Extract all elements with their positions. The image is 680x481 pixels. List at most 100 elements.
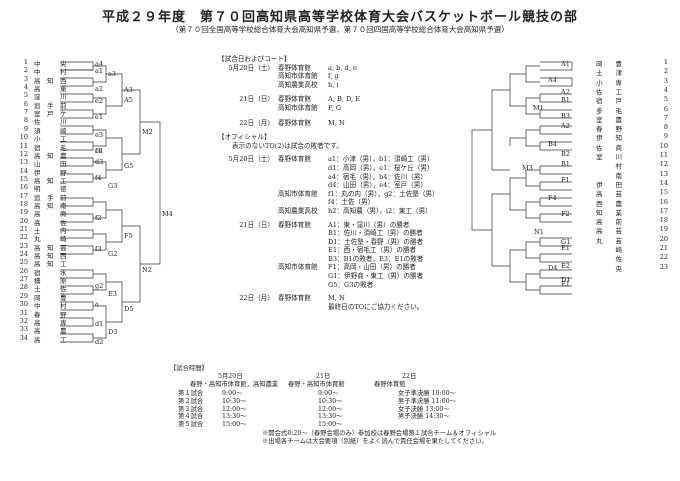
bracket-code: d2 <box>95 338 104 346</box>
team-name: 佐 工 <box>596 87 622 96</box>
official-venue <box>278 229 328 238</box>
team-name: 西 農 <box>596 199 622 208</box>
venue-date: 22日（月） <box>239 118 274 127</box>
bracket-code: a <box>95 300 99 308</box>
bracket-code: e1 <box>95 113 103 121</box>
bracket-code: F5 <box>124 232 133 240</box>
team-number: 28 <box>19 283 28 292</box>
official-row: B1：佐川・須崎工（男）の勝者 <box>218 229 439 238</box>
official-text: E1：西・宿毛工（男）の勝者 <box>328 246 417 255</box>
team-name: 高 知 工 <box>34 176 67 185</box>
schedule-cell: 15:00～ <box>318 421 343 429</box>
official-venue: 春野体育館 <box>278 220 311 229</box>
venue-date: 5月20日（土） <box>228 63 274 72</box>
team-number: 30 <box>19 300 28 309</box>
team-name: 丸 崎 <box>34 235 67 244</box>
team-number: 16 <box>659 197 668 206</box>
team-name: 中 村 <box>34 302 67 311</box>
schedule-cell: 9:00～ <box>222 390 243 397</box>
official-venue <box>278 303 328 312</box>
bracket-code: G2 <box>108 250 118 258</box>
team-number: 31 <box>19 308 28 317</box>
official-date <box>218 272 278 281</box>
schedule-cell: 15:00～ <box>222 421 247 429</box>
schedule-cell: 9:00～ <box>318 390 339 397</box>
schedule-cell: 10:30～ <box>222 397 247 405</box>
team-number: 10 <box>659 141 668 150</box>
team-number: 20 <box>19 216 28 225</box>
official-date <box>218 207 278 216</box>
venue-name: 春野体育館 <box>278 118 311 127</box>
official-date <box>218 238 278 247</box>
official-text: h2：高知農（男），i2：東工（男） <box>328 206 432 215</box>
official-venue: 春野体育館 <box>278 294 311 303</box>
bracket-code: g2 <box>95 282 104 290</box>
official-text: G5：G3の敗者 <box>328 280 374 289</box>
schedule-cell: 10:30～ <box>318 397 343 405</box>
team-number: 20 <box>659 234 668 243</box>
bracket-code: a4 <box>95 60 104 68</box>
official-venue: 高知市体育館 <box>278 189 318 198</box>
bracket-code: E1 <box>561 244 570 252</box>
bracket-code: f3 <box>95 245 102 253</box>
team-number: 18 <box>659 216 668 225</box>
schedule-row-label: 第３試合 <box>178 405 204 413</box>
official-date <box>218 281 278 290</box>
bracket-code: B1 <box>561 160 570 168</box>
team-name: 室 戸 ケ <box>34 110 67 119</box>
official-date: 5月20日（土） <box>228 155 274 164</box>
bracket-code: D1 <box>561 276 571 284</box>
team-number: 34 <box>19 333 28 342</box>
team-name: 岡 豊 <box>34 293 67 302</box>
team-name: 知 業 <box>596 208 622 217</box>
team-number: 3 <box>23 74 28 83</box>
team-name: 檮 原 <box>34 277 67 286</box>
team-number: 33 <box>19 325 28 334</box>
venue-date <box>218 72 278 81</box>
team-name: 春 野 <box>596 125 622 134</box>
bracket-code: M1 <box>533 104 544 112</box>
venue-name: 高知市体育館 <box>278 72 318 81</box>
official-venue <box>278 272 328 281</box>
schedule-cell: 男子準決勝 11:00～ <box>398 397 456 405</box>
official-row: G1：伊野商・東工（男）の勝者 <box>218 272 439 281</box>
team-name: 山 田 <box>34 160 67 169</box>
team-number: 4 <box>23 83 28 92</box>
team-name: 高 知 農 <box>34 151 67 160</box>
official-text: d1：高岡（男），e1：桜ケ丘（男） <box>328 163 434 172</box>
schedule-cell: 13:30～ <box>318 413 343 421</box>
team-number: 1 <box>663 58 668 66</box>
team-name: 小 専 <box>596 78 622 87</box>
official-date <box>218 173 278 182</box>
schedule-col-venue: 春野・高知市体育館 <box>288 381 345 388</box>
team-name: 佐 商 <box>596 143 622 152</box>
team-number: 17 <box>659 206 668 215</box>
team-name: 宿 毛 <box>34 143 67 152</box>
bracket-code: B1 <box>561 96 570 104</box>
team-number: 21 <box>19 225 28 233</box>
bracket-code: E1 <box>561 280 570 288</box>
official-venue: 春野体育館 <box>278 155 311 164</box>
team-name: 窪 川 <box>34 93 67 102</box>
team-number: 5 <box>23 91 28 100</box>
venue-courts: h, i <box>328 80 339 89</box>
officials-heading: 【オフィシャル】 <box>218 133 271 142</box>
bracket-code: N1 <box>534 228 544 236</box>
bracket-code: M3 <box>522 164 533 172</box>
official-date: 22日（月） <box>239 294 274 303</box>
venue-date <box>218 81 278 90</box>
team-number: 14 <box>659 178 668 187</box>
official-venue <box>278 181 328 190</box>
venue-courts: M, N <box>328 118 345 127</box>
bracket-code: f4 <box>95 174 102 182</box>
official-date <box>218 246 278 255</box>
team-name: 崎 <box>596 246 623 254</box>
team-number: 2 <box>23 66 28 75</box>
bracket-code: A3 <box>124 86 133 94</box>
official-row: E1：西・宿毛工（男）の勝者 <box>218 246 439 255</box>
team-name: 高 農 <box>34 327 67 336</box>
